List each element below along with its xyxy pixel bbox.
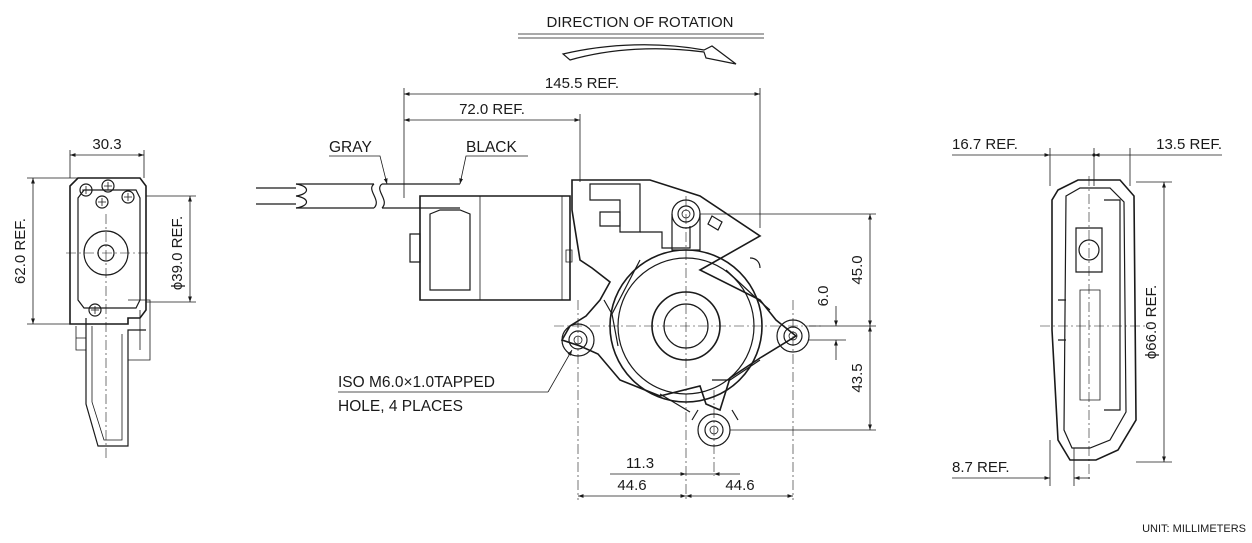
right-diameter: ϕ66.0 REF. [1143, 285, 1160, 359]
left-height-dim: 62.0 REF. [12, 218, 29, 284]
dim-small: 11.3 [626, 455, 654, 472]
left-width-dim: 30.3 [92, 136, 121, 153]
left-view: 30.3 62.0 REF. ϕ39.0 REF. [12, 136, 196, 460]
front-view: 145.5 REF. 72.0 REF. GRAY BLACK [256, 75, 876, 500]
right-bottom-ref: 8.7 REF. [952, 459, 1010, 476]
overall-length-dim: 145.5 REF. [545, 75, 619, 92]
dim-lower: 43.5 [849, 363, 866, 392]
mount-boss-top [671, 199, 701, 251]
hole-note-line1: ISO M6.0×1.0TAPPED [338, 374, 495, 391]
dim-left: 44.6 [617, 477, 646, 494]
right-right-ref: 13.5 REF. [1156, 136, 1222, 153]
dim-upper: 45.0 [849, 255, 866, 284]
wire-gray-label: GRAY [329, 139, 372, 156]
dim-right: 44.6 [725, 477, 754, 494]
left-bore-dim: ϕ39.0 REF. [169, 216, 186, 290]
rotation-title-group: DIRECTION OF ROTATION [518, 14, 764, 65]
dim-offset: 6.0 [815, 286, 832, 307]
rotation-arrow-icon [561, 44, 737, 65]
mount-boss-bottom [691, 409, 739, 447]
rotation-title: DIRECTION OF ROTATION [547, 14, 734, 31]
right-left-ref: 16.7 REF. [952, 136, 1018, 153]
unit-note: UNIT: MILLIMETERS [1142, 523, 1246, 535]
wire-black-label: BLACK [466, 139, 517, 156]
motor-length-dim: 72.0 REF. [459, 101, 525, 118]
right-view: 16.7 REF. 13.5 REF. ϕ66.0 REF. 8.7 REF. [952, 136, 1222, 486]
hole-note-line2: HOLE, 4 PLACES [338, 398, 463, 415]
